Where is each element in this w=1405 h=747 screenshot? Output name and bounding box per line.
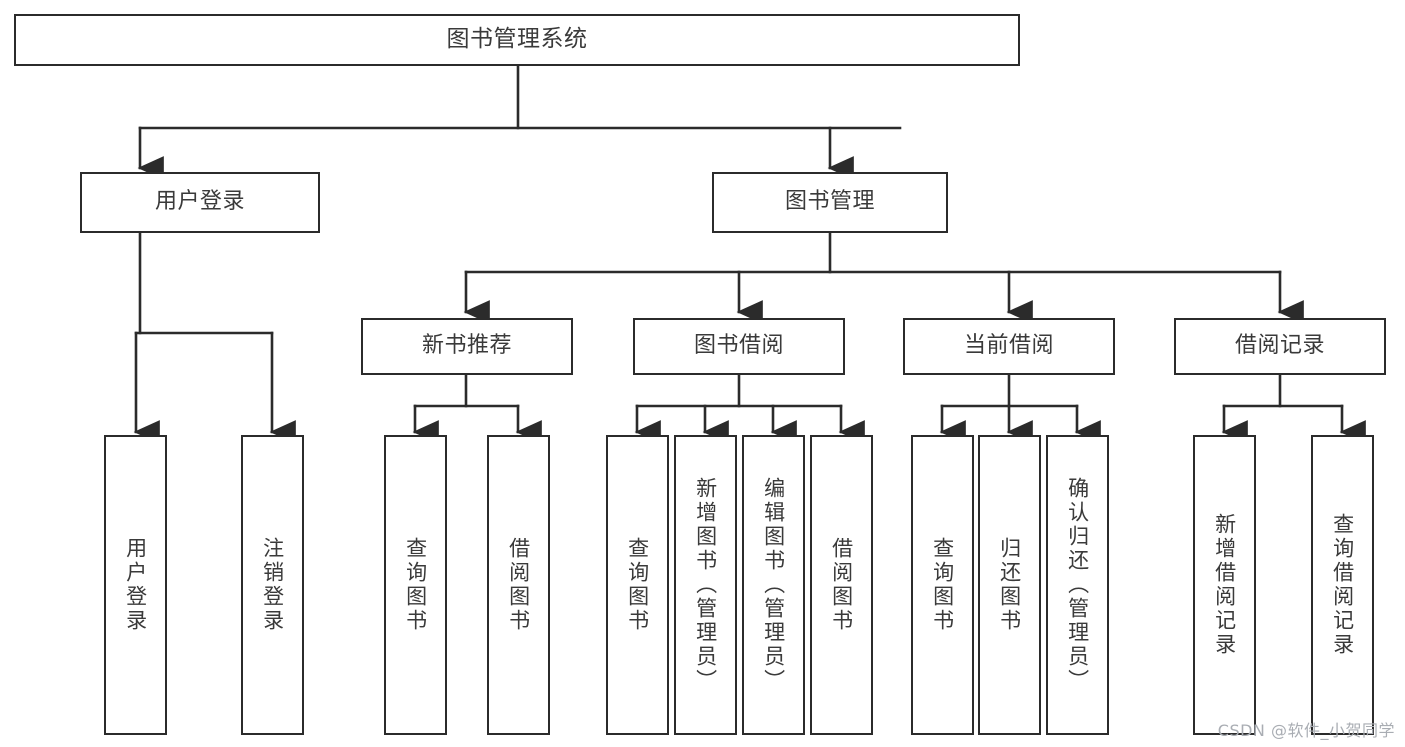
leaf-borrow-edit-book-admin[interactable]: 编辑图书（管理员） — [742, 435, 805, 735]
leaf-new-book-borrow-book[interactable]: 借阅图书 — [487, 435, 550, 735]
node-borrow-record[interactable]: 借阅记录 — [1174, 318, 1386, 375]
csdn-watermark: CSDN @软件_小贺同学 — [1217, 721, 1395, 740]
node-label: 新书推荐 — [421, 333, 512, 359]
node-label: 用户登录 — [123, 537, 148, 633]
node-root-book-management-system[interactable]: 图书管理系统 — [14, 14, 1020, 66]
node-label: 编辑图书（管理员） — [761, 477, 786, 693]
leaf-current-query-book[interactable]: 查询图书 — [911, 435, 974, 735]
node-label: 查询图书 — [625, 537, 650, 633]
node-label: 借阅记录 — [1234, 333, 1325, 359]
node-label: 确认归还（管理员） — [1065, 477, 1090, 693]
leaf-borrow-add-book-admin[interactable]: 新增图书（管理员） — [674, 435, 737, 735]
node-current-borrow[interactable]: 当前借阅 — [903, 318, 1115, 375]
node-label: 查询图书 — [403, 537, 428, 633]
node-label: 用户登录 — [154, 189, 245, 215]
node-label: 当前借阅 — [963, 333, 1054, 359]
node-label: 查询借阅记录 — [1330, 513, 1355, 657]
leaf-borrow-borrow-book[interactable]: 借阅图书 — [810, 435, 873, 735]
leaf-user-login[interactable]: 用户登录 — [104, 435, 167, 735]
leaf-record-add-borrow-record[interactable]: 新增借阅记录 — [1193, 435, 1256, 735]
node-label: 图书管理 — [784, 189, 875, 215]
node-book-management[interactable]: 图书管理 — [712, 172, 948, 233]
node-user-login[interactable]: 用户登录 — [80, 172, 320, 233]
leaf-current-return-book[interactable]: 归还图书 — [978, 435, 1041, 735]
leaf-record-query-borrow-record[interactable]: 查询借阅记录 — [1311, 435, 1374, 735]
node-label: 归还图书 — [997, 537, 1022, 633]
node-label: 注销登录 — [260, 537, 285, 633]
node-label: 新增图书（管理员） — [693, 477, 718, 693]
leaf-logout[interactable]: 注销登录 — [241, 435, 304, 735]
leaf-new-book-query-book[interactable]: 查询图书 — [384, 435, 447, 735]
leaf-current-confirm-return-admin[interactable]: 确认归还（管理员） — [1046, 435, 1109, 735]
node-label: 图书管理系统 — [446, 26, 588, 53]
node-new-book-recommend[interactable]: 新书推荐 — [361, 318, 573, 375]
node-label: 借阅图书 — [829, 537, 854, 633]
node-label: 查询图书 — [930, 537, 955, 633]
node-label: 图书借阅 — [693, 333, 784, 359]
leaf-borrow-query-book[interactable]: 查询图书 — [606, 435, 669, 735]
node-label: 借阅图书 — [506, 537, 531, 633]
node-label: 新增借阅记录 — [1212, 513, 1237, 657]
node-book-borrow[interactable]: 图书借阅 — [633, 318, 845, 375]
